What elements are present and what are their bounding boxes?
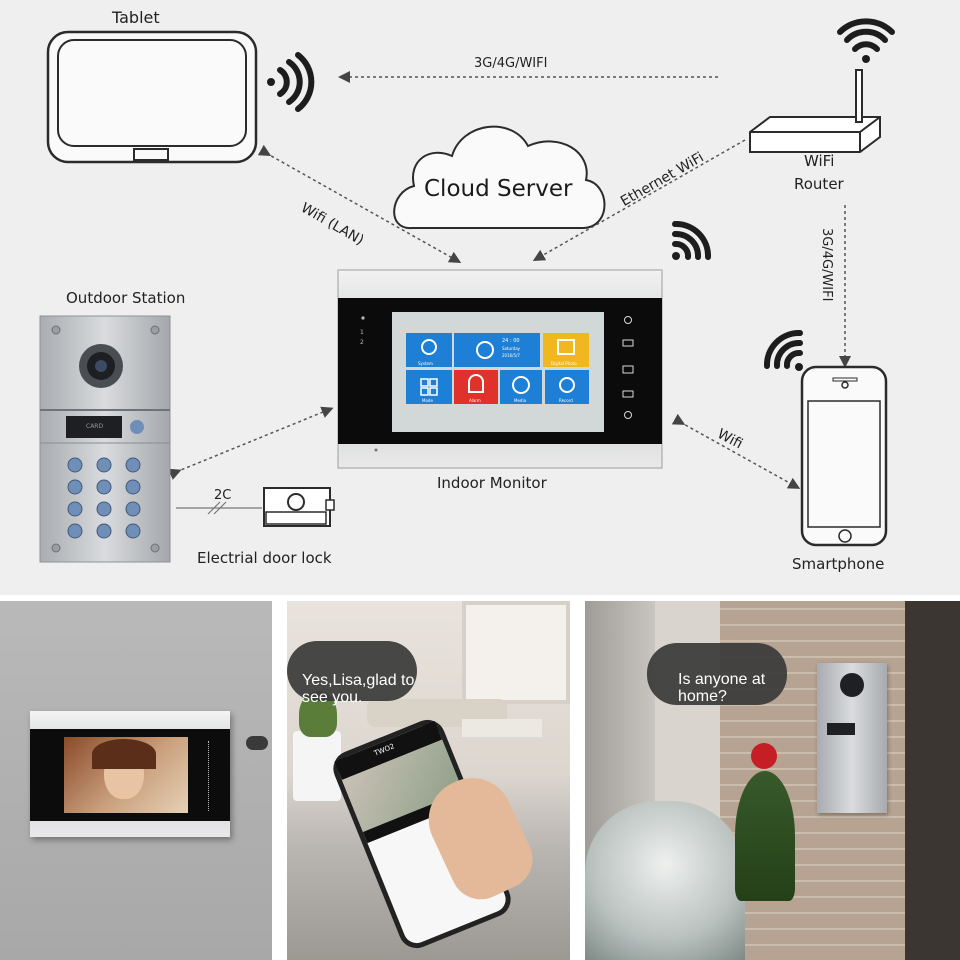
speech-bubble-left	[287, 641, 417, 701]
monitor-leds: 1 2	[360, 316, 365, 346]
smartphone-icon	[800, 365, 888, 547]
room-table	[462, 719, 542, 737]
svg-text:2: 2	[360, 339, 364, 346]
scene-living-room: Yes,Lisa,glad to see you. TWO2	[287, 601, 570, 960]
router-label-router: Router	[794, 175, 844, 193]
tile-mode-label: Mode	[422, 398, 433, 403]
monitor-side-buttons	[622, 316, 634, 419]
tile-alarm-label: Alarm	[469, 398, 481, 403]
camera-lens-icon	[840, 673, 864, 697]
monitor-wifi-icon	[672, 220, 712, 260]
router-label-wifi: WiFi	[804, 152, 835, 170]
scene-monitor-video	[64, 737, 188, 813]
keypad-key	[67, 501, 83, 517]
tablet-label: Tablet	[112, 8, 160, 27]
keypad-key	[67, 523, 83, 539]
potted-tree	[735, 771, 795, 901]
scene-entrance: Is anyone at home?	[585, 601, 960, 960]
lock-wire	[176, 501, 262, 515]
keypad-key	[96, 501, 112, 517]
monitor-screen	[406, 333, 589, 404]
bubble-left-line1: Yes,Lisa,glad to	[302, 672, 415, 689]
card-reader	[827, 723, 855, 735]
outdoor-station-icon	[39, 315, 171, 563]
tile-clock-time: 24 : 00	[502, 338, 520, 344]
caller-hair	[92, 739, 156, 769]
keypad-key	[96, 523, 112, 539]
bubble-right-line1: Is anyone at	[678, 671, 766, 688]
link-router-monitor	[532, 139, 746, 261]
keypad-key	[125, 457, 141, 473]
card-reader-label: CARD	[86, 423, 104, 430]
tile-clock-day: Saturday	[502, 346, 521, 351]
tablet-wifi-icon	[267, 52, 315, 112]
keypad-key	[67, 457, 83, 473]
snowy-shrub	[585, 801, 745, 960]
bubble-left-line2: see you.	[302, 689, 363, 706]
speech-bubble-right	[647, 643, 787, 705]
door-lock-label: Electrial door lock	[197, 549, 332, 567]
cloud-server-label: Cloud Server	[424, 176, 573, 202]
wifi-router-icon	[749, 69, 881, 153]
tablet-icon	[46, 30, 258, 164]
svg-text:1: 1	[360, 329, 364, 336]
wire-2c-label: 2C	[214, 488, 232, 503]
tile-record-label: Record	[559, 398, 573, 403]
tile-media-label: Media	[514, 398, 527, 403]
tile-system-label: System	[418, 361, 433, 366]
link-router-phone-label: 3G/4G/WIFI	[819, 228, 834, 302]
outdoor-keypad	[67, 457, 141, 539]
outdoor-station-label: Outdoor Station	[66, 289, 186, 307]
link-outdoor-monitor	[168, 406, 334, 480]
link-monitor-phone	[671, 413, 801, 489]
link-tablet-router-label: 3G/4G/WIFI	[474, 56, 548, 71]
keypad-key	[67, 479, 83, 495]
indoor-monitor-label: Indoor Monitor	[437, 474, 547, 492]
door-lock-icon	[263, 487, 335, 527]
phone-wifi-icon	[763, 329, 803, 371]
entrance-door	[905, 601, 960, 960]
keypad-key	[96, 457, 112, 473]
diagram-canvas: 1 2	[39, 18, 895, 563]
red-flower	[751, 743, 777, 769]
link-tablet-monitor	[257, 144, 462, 263]
keypad-key	[96, 479, 112, 495]
smartphone-label: Smartphone	[792, 555, 885, 573]
router-wifi-icon	[837, 18, 895, 63]
scene-monitor-buttons	[208, 741, 217, 811]
scene-wall-monitor	[0, 601, 272, 960]
scene-outdoor-station	[817, 663, 887, 813]
keypad-key	[125, 523, 141, 539]
small-cloud-icon	[246, 736, 268, 750]
room-window	[462, 601, 570, 704]
bubble-right-line2: home?	[678, 688, 727, 705]
tile-clock-date: 2016/5/7	[502, 353, 520, 358]
keypad-key	[125, 501, 141, 517]
indoor-monitor-icon	[337, 269, 663, 469]
scene-monitor-device	[30, 711, 230, 837]
keypad-key	[125, 479, 141, 495]
tile-photo-label: Digital Photo	[551, 361, 577, 366]
